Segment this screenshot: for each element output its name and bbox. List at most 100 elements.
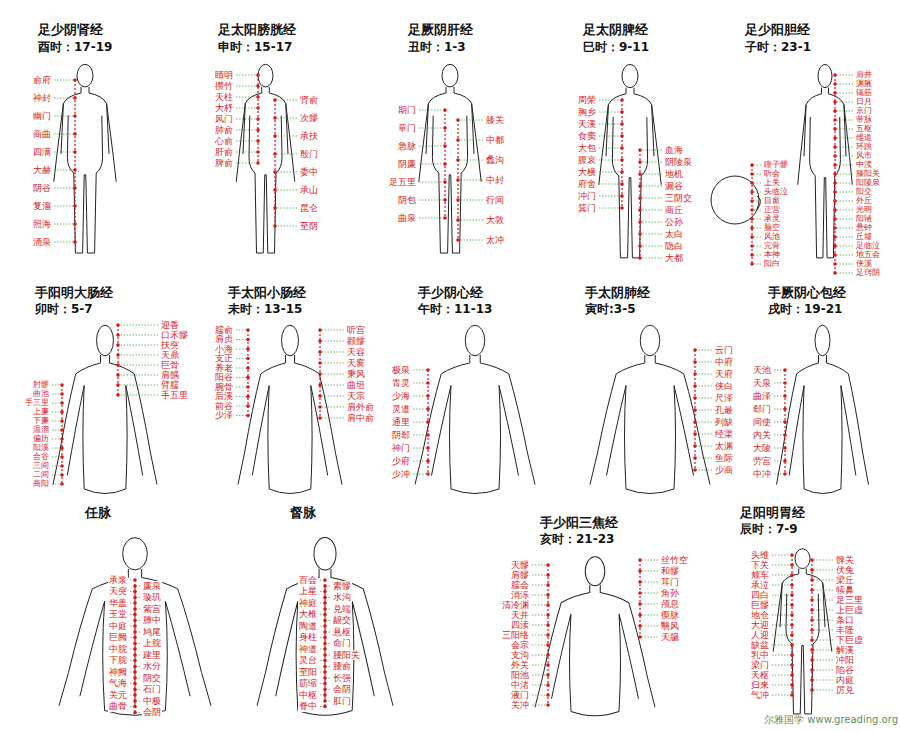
acupoint-dot (426, 368, 430, 372)
leader-line (413, 396, 428, 397)
acupoint-dot (790, 643, 794, 647)
leader-line (236, 330, 248, 331)
acupoint-dot (638, 184, 642, 188)
leader-line (695, 458, 712, 459)
meridian-line (61, 385, 62, 484)
acupoint-dot (810, 558, 814, 562)
acupoint-dot (456, 118, 460, 122)
acupoint-dot (638, 232, 642, 236)
acupoint-label: 悬枢 (332, 627, 352, 638)
leader-line (532, 655, 548, 656)
acupoint-label: 中极 (142, 696, 162, 707)
leader-line (320, 407, 344, 408)
acupoint-label: 巨阙 (108, 632, 128, 643)
acupoint-label: 天井 (510, 610, 530, 620)
leader-line (835, 246, 853, 247)
leader-line (640, 162, 662, 163)
acupoint-label: 孔最 (714, 405, 734, 416)
acupoint-dot (133, 596, 137, 600)
meridian-line (247, 330, 248, 416)
leader-line (458, 220, 483, 221)
leader-line (236, 108, 258, 109)
acupoint-dot (73, 222, 77, 226)
acupoint-dot (833, 100, 837, 104)
leader-line (835, 273, 853, 274)
leader-line (812, 620, 833, 621)
acupoint-dot (750, 181, 754, 185)
leader-line (640, 637, 658, 638)
acupoint-label: 陶道 (298, 621, 318, 632)
acupoint-dot (750, 244, 754, 248)
acupoint-label: 期门 (397, 105, 417, 116)
leader-line (599, 100, 622, 101)
leader-line (772, 585, 792, 586)
leader-line (835, 201, 853, 202)
acupoint-label: 厉兑 (835, 685, 855, 695)
leader-line (320, 374, 344, 375)
leader-line (812, 670, 833, 671)
acupoint-label: 上星 (298, 586, 318, 597)
acupoint-dot (833, 127, 837, 131)
leader-line (532, 695, 548, 696)
acupoint-dot (833, 163, 837, 167)
acupoint-label: 颅息 (660, 599, 680, 609)
acupoint-label: 巨骨 (160, 360, 180, 370)
acupoint-dot (810, 568, 814, 572)
leader-line (640, 246, 662, 247)
acupoint-label: 阴包 (397, 195, 417, 206)
leader-line (458, 180, 483, 181)
acupoint-dot (116, 393, 120, 397)
acupoint-dot (456, 158, 460, 162)
leader-line (275, 100, 297, 101)
acupoint-dot (546, 633, 550, 637)
acupoint-label: 筋缩 (298, 678, 318, 689)
acupoint-label: 膻中 (142, 615, 162, 626)
acupoint-label: 血海 (664, 145, 684, 156)
meridian-title: 子时：23-1 (745, 40, 811, 54)
acupoint-label: 委中 (299, 167, 319, 178)
acupoint-label: 太白 (664, 229, 684, 240)
leader-line (812, 680, 833, 681)
acupoint-dot (73, 240, 77, 244)
leader-line (835, 210, 853, 211)
acupoint-dot (256, 73, 260, 77)
acupoint-dot (133, 688, 137, 692)
acupoint-label: 照海 (32, 219, 52, 230)
acupoint-dot (638, 569, 642, 573)
leader-line (695, 374, 712, 375)
acupoint-dot (783, 459, 787, 463)
meridian-line (639, 150, 640, 258)
leader-line (640, 626, 658, 627)
leader-line (54, 116, 75, 117)
acupoint-dot (73, 132, 77, 136)
meridian-title: 手少阳三焦经 (540, 515, 618, 531)
acupoint-dot (246, 366, 250, 370)
acupoint-label: 少泽 (214, 410, 234, 420)
acupoint-label: 丝竹空 (660, 555, 689, 565)
acupoint-label: 列缺 (714, 417, 734, 428)
acupoint-label: 瘈脉 (660, 610, 680, 620)
acupoint-label: 犊鼻 (835, 585, 855, 595)
acupoint-dot (73, 150, 77, 154)
acupoint-dot (246, 376, 250, 380)
leader-line (812, 610, 833, 611)
acupoint-dot (73, 114, 77, 118)
acupoint-label: 脾俞 (214, 158, 234, 169)
acupoint-dot (318, 372, 322, 376)
acupoint-label: 关元 (108, 690, 128, 701)
acupoint-label: 华盖 (108, 598, 128, 609)
acupoint-label: 阴谷 (32, 183, 52, 194)
leader-line (118, 385, 158, 386)
leader-line (413, 422, 428, 423)
acupoint-dot (456, 178, 460, 182)
leader-line (772, 695, 792, 696)
acupoint-dot (638, 148, 642, 152)
acupoint-dot (323, 699, 327, 703)
acupoint-label: 天池 (752, 365, 772, 376)
acupoint-dot (323, 659, 327, 663)
acupoint-label: 腹哀 (577, 155, 597, 166)
acupoint-label: 三阳络 (501, 630, 530, 640)
leader-line (599, 112, 622, 113)
acupoint-label: 石门 (142, 684, 162, 695)
acupoint-label: 玉堂 (108, 609, 128, 620)
